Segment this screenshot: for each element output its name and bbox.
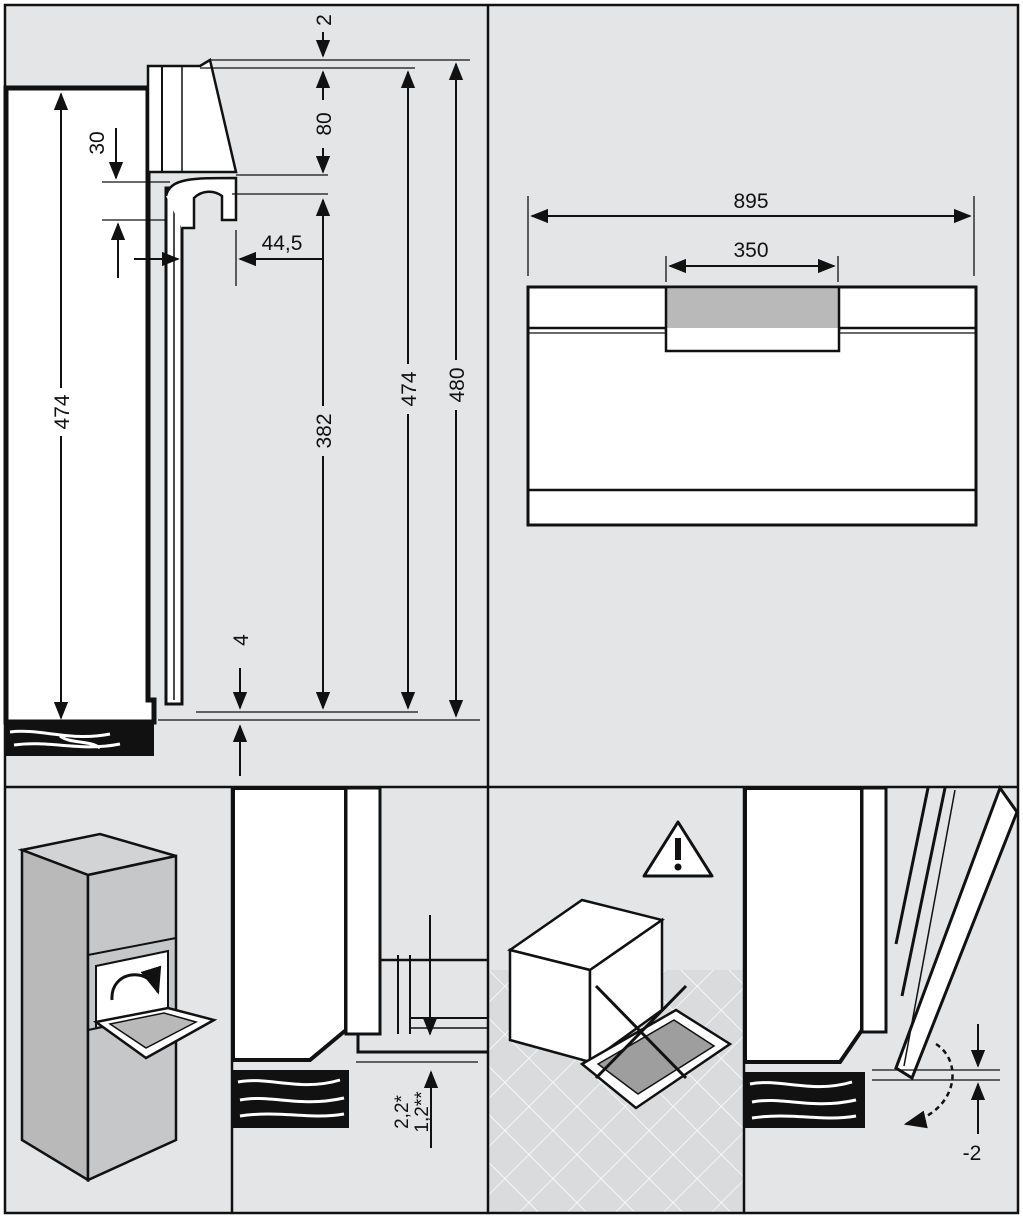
dim-depth-44-5: 44,5 [262,232,303,255]
cabinet-wall-2 [743,786,864,1064]
tilted-door [894,784,1019,1081]
panel-frame [3,3,1020,1215]
dim-cabinet-height-left: 474 [51,394,74,429]
cabinet-left-side [20,848,90,1183]
handle-recess [664,285,841,332]
dim-offset-neg2: -2 [963,1142,982,1165]
dim-handle-width-350: 350 [733,239,768,262]
handle-bar [664,328,841,353]
dim-gap-bottom-4: 4 [230,634,253,646]
panel-front-view: 895 350 [526,190,978,527]
panel-tall-cabinet [17,832,218,1183]
panel-door-clearance: 2,2* 1,2** [231,786,487,1148]
dim-gap-top: 2 [313,14,336,26]
open-arrow [110,965,162,1001]
wood-floor-block [6,722,154,756]
dim-offset-30: 30 [86,131,109,154]
cabinet-side [3,85,157,725]
panel-warning [489,820,743,1212]
top-trim [146,58,238,174]
hinge-hook [164,176,238,230]
dim-door-height-382: 382 [313,413,336,448]
dim-clearance-2: 1,2** [412,1091,433,1133]
dim-height-474: 474 [398,371,421,406]
dim-height-480: 480 [446,367,469,402]
panel-side-section: 474 30 44,5 2 80 382 474 480 4 [3,14,480,776]
no-cross-icon [594,984,688,1080]
dim-clearance-1: 2,2* [392,1094,413,1128]
dim-trim-height-80: 80 [313,112,336,135]
cabinet-wall [231,786,348,1062]
rotate-arrow [903,1042,954,1129]
warning-triangle-icon [642,820,714,878]
dim-overall-width-895: 895 [733,190,768,213]
panel-door-tilt: -2 [743,784,1019,1165]
